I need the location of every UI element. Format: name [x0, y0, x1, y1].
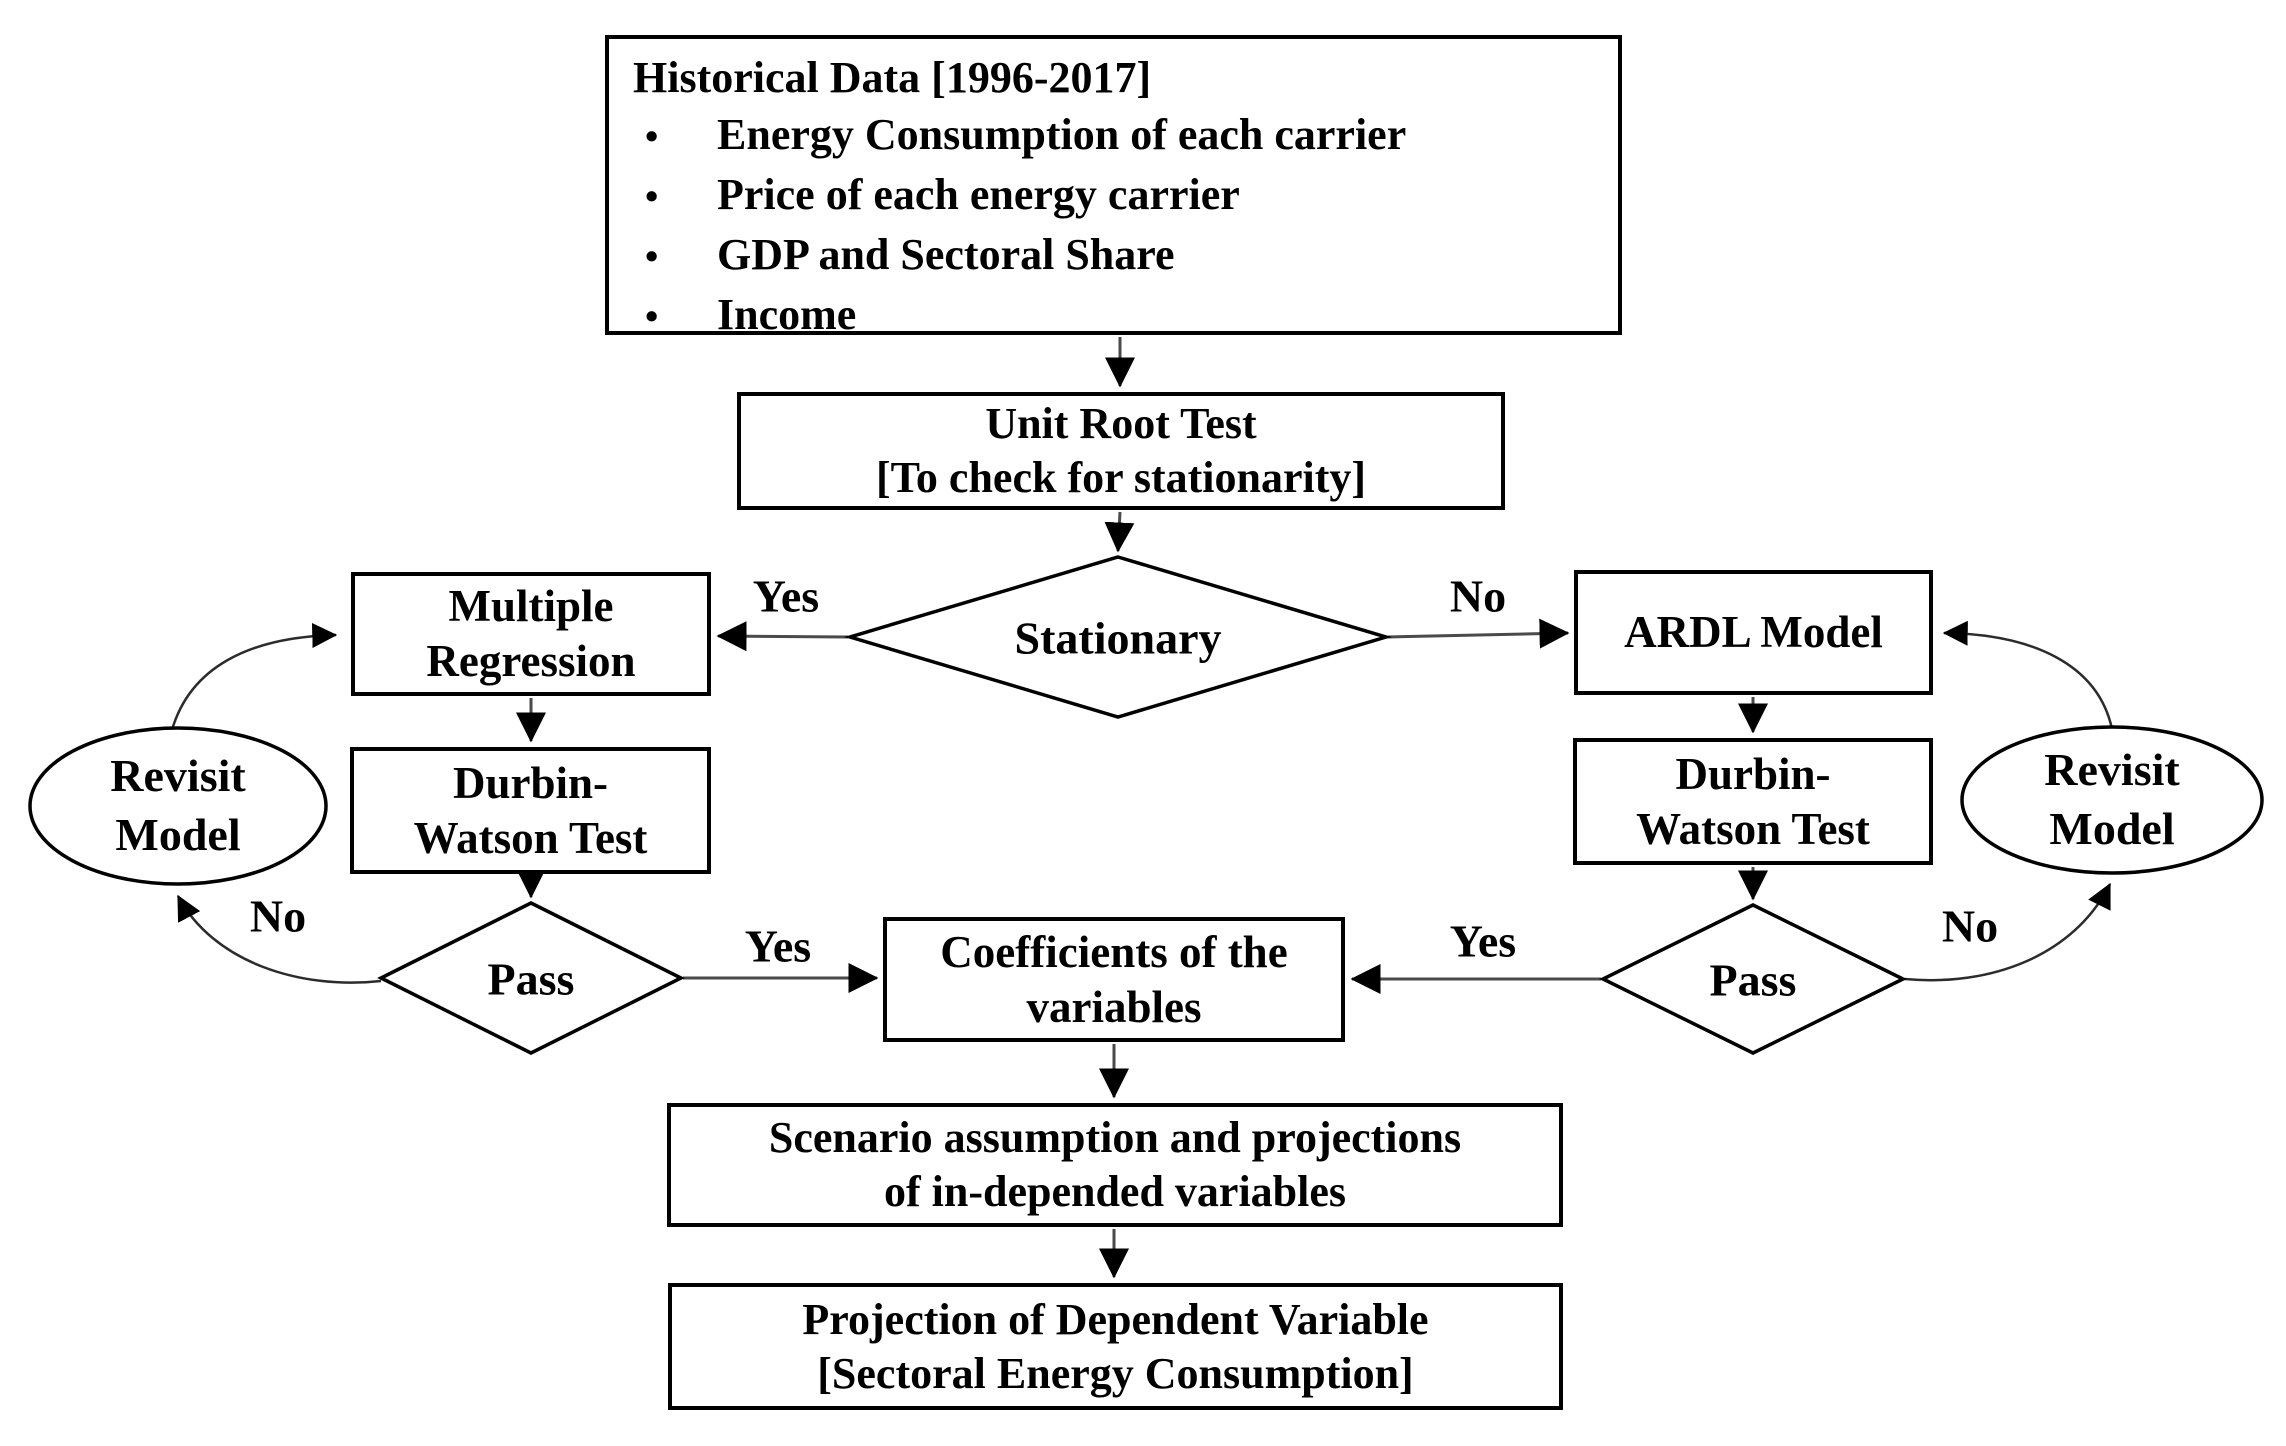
node-text-line: variables	[1026, 981, 1202, 1032]
node-text-line: Watson Test	[413, 812, 648, 863]
historical-data-title: Historical Data [1996-2017]	[633, 53, 1152, 102]
node-ardl-model: ARDL Model	[1574, 570, 1933, 695]
node-durbin-watson-left: Durbin- Watson Test	[350, 747, 711, 874]
bullet-icon: •	[645, 236, 659, 278]
revisit-right-ellipse-shape	[1960, 725, 2264, 875]
node-text-line: of in-depended variables	[883, 1167, 1347, 1216]
bullet-text: Price of each energy carrier	[717, 170, 1240, 219]
node-text-line: Coefficients of the	[940, 926, 1288, 977]
node-multiple-regression: Multiple Regression	[351, 572, 711, 696]
diamond-text: Pass	[1709, 954, 1797, 1006]
historical-data-bullet-list: • Energy Consumption of each carrier • P…	[633, 106, 1406, 346]
bullet-icon: •	[645, 296, 659, 338]
arrow-stationary-to-ardl	[1387, 618, 1570, 649]
node-durbin-watson-right: Durbin- Watson Test	[1573, 738, 1933, 865]
node-unit-root-test: Unit Root Test [To check for stationarit…	[737, 392, 1505, 510]
edge-label-pass-left-no: No	[249, 890, 307, 942]
ellipse-text: Model	[2049, 803, 2175, 854]
bullet-text: Income	[717, 290, 857, 339]
pass-right-diamond-shape	[1599, 903, 1907, 1055]
diamond-text: Stationary	[1014, 612, 1222, 664]
label-pass-right-diamond: Pass	[1710, 952, 1797, 1011]
node-text-line: Projection of Dependent Variable	[802, 1294, 1429, 1344]
label-stationary-diamond: Stationary	[1015, 610, 1222, 669]
revisit-left-ellipse-shape	[28, 726, 328, 886]
node-text-line: Multiple	[448, 581, 614, 632]
ellipse-text: Model	[115, 809, 241, 860]
node-historical-data: Historical Data [1996-2017] • Energy Con…	[605, 35, 1622, 339]
ellipse-text: Revisit	[2044, 744, 2180, 796]
arrow-unitroot-to-stationary	[1104, 511, 1135, 553]
edge-label-stationary-no: No	[1449, 570, 1507, 622]
node-text-line: Regression	[426, 636, 636, 686]
edge-label-pass-right-yes: Yes	[1449, 915, 1517, 967]
ellipse-text: Revisit	[110, 750, 246, 802]
node-text-line: ARDL Model	[1624, 607, 1883, 658]
node-text-line: [To check for stationarity]	[875, 453, 1367, 502]
edge-label-stationary-yes: Yes	[752, 570, 820, 622]
bullet-item: • Income	[633, 286, 1406, 346]
bullet-item: • Energy Consumption of each carrier	[633, 106, 1406, 166]
diamond-text: Pass	[487, 953, 575, 1005]
bullet-text: GDP and Sectoral Share	[717, 230, 1175, 279]
bullet-item: • Price of each energy carrier	[633, 166, 1406, 226]
node-text-line: Scenario assumption and projections	[768, 1113, 1462, 1163]
node-text-line: Durbin-	[1675, 748, 1831, 799]
arrow-stationary-to-multiple-regression	[716, 621, 849, 652]
arrow-pass-right-no-to-revisit-right	[1904, 882, 2112, 982]
bullet-text: Energy Consumption of each carrier	[717, 110, 1407, 159]
node-text-line: Watson Test	[1636, 803, 1870, 854]
arrow-revisit-right-to-ardl	[1942, 620, 2114, 730]
node-coefficients: Coefficients of the variables	[883, 917, 1345, 1042]
pass-left-diamond-shape	[377, 901, 685, 1055]
label-revisit-left-ellipse: Revisit Model	[110, 747, 245, 865]
node-scenario-assumption: Scenario assumption and projections of i…	[667, 1103, 1563, 1227]
arrow-pass-left-no-to-revisit-left	[176, 894, 382, 984]
label-pass-left-diamond: Pass	[488, 951, 575, 1010]
bullet-icon: •	[645, 116, 659, 158]
stationary-diamond-shape	[843, 555, 1393, 719]
node-text-line: Durbin-	[452, 757, 609, 808]
bullet-icon: •	[645, 176, 659, 218]
edge-label-pass-right-no: No	[1941, 900, 1999, 952]
bullet-item: • GDP and Sectoral Share	[633, 226, 1406, 286]
edge-label-pass-left-yes: Yes	[744, 920, 812, 972]
arrow-revisit-left-to-multiple-regression	[170, 623, 338, 731]
node-text-line: Unit Root Test	[985, 399, 1257, 449]
node-projection-dependent-variable: Projection of Dependent Variable [Sector…	[668, 1283, 1563, 1410]
node-text-line: [Sectoral Energy Consumption]	[817, 1348, 1414, 1398]
label-revisit-right-ellipse: Revisit Model	[2044, 741, 2179, 859]
